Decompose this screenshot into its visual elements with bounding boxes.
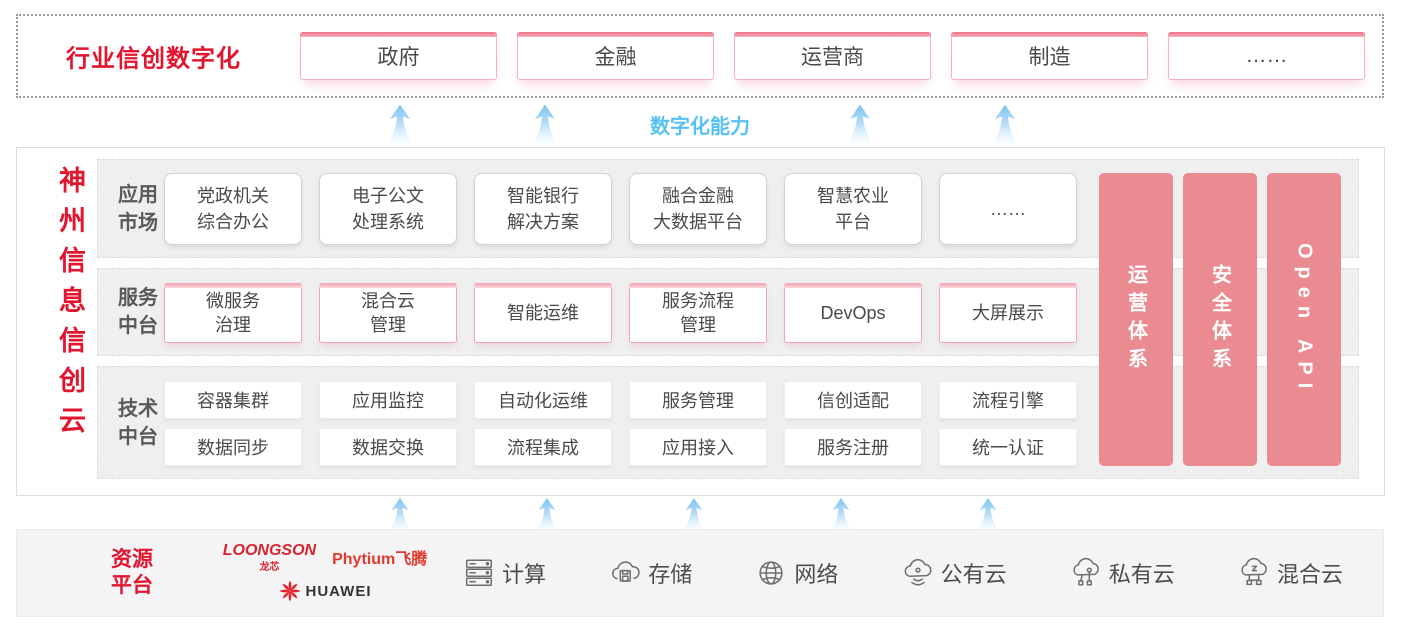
tech-box-container-cluster: 容器集群	[164, 381, 302, 419]
industry-box-operator: 运营商	[734, 32, 931, 80]
up-arrow-icon	[390, 498, 410, 530]
tech-box-process-engine: 流程引擎	[939, 381, 1077, 419]
tech-boxes-row2: 数据同步 数据交换 流程集成 应用接入 服务注册 统一认证	[164, 428, 1077, 466]
phytium-logo: Phytium飞腾	[332, 551, 428, 568]
up-arrow-icon	[387, 104, 413, 144]
svc-box-hybrid-cloud-mgmt: 混合云 管理	[319, 283, 457, 343]
tech-box-unified-auth: 统一认证	[939, 428, 1077, 466]
app-market-label: 应用市场	[118, 183, 158, 234]
up-arrow-icon	[532, 104, 558, 144]
service-platform-boxes: 微服务 治理 混合云 管理 智能运维 服务流程 管理 DevOps 大屏展示	[164, 283, 1077, 343]
industry-box-more: ……	[1168, 32, 1365, 80]
storage-cloud-icon	[612, 561, 640, 582]
resource-item-list: 计算 存储 网络	[462, 530, 1343, 616]
svc-box-devops: DevOps	[784, 283, 922, 343]
loongson-logo: LOONGSON 龙芯	[222, 542, 317, 573]
vendor-logos: LOONGSON 龙芯 Phytium飞腾	[205, 542, 445, 602]
resource-item-hybrid-cloud: 混合云	[1237, 556, 1343, 590]
tech-box-service-registry: 服务注册	[784, 428, 922, 466]
public-cloud-icon	[904, 559, 932, 586]
tech-box-automated-ops: 自动化运维	[474, 381, 612, 419]
app-market-boxes: 党政机关 综合办公 电子公文 处理系统 智能银行 解决方案 融合金融 大数据平台…	[164, 173, 1077, 245]
industry-box-government: 政府	[300, 32, 497, 80]
svc-box-dashboard-display: 大屏展示	[939, 283, 1077, 343]
up-arrow-icon	[537, 498, 557, 530]
tech-platform-label: 技术中台	[118, 397, 158, 448]
tech-box-app-monitoring: 应用监控	[319, 381, 457, 419]
up-arrow-icon	[831, 498, 851, 530]
pillar-open-api: Open API	[1267, 173, 1341, 466]
up-arrow-icon	[978, 498, 998, 530]
svc-box-intelligent-ops: 智能运维	[474, 283, 612, 343]
resource-item-public-cloud: 公有云	[901, 556, 1007, 590]
industry-section: 行业信创数字化 政府 金融 运营商 制造 ……	[16, 14, 1384, 98]
tech-box-service-mgmt: 服务管理	[629, 381, 767, 419]
tech-boxes-row1: 容器集群 应用监控 自动化运维 服务管理 信创适配 流程引擎	[164, 381, 1077, 419]
tech-box-xinchuang-adaptation: 信创适配	[784, 381, 922, 419]
resource-item-storage: 存储	[608, 556, 692, 590]
tech-box-data-sync: 数据同步	[164, 428, 302, 466]
pillar-operation-system: 运营体系	[1099, 173, 1173, 466]
app-box-smart-banking: 智能银行 解决方案	[474, 173, 612, 245]
industry-section-title: 行业信创数字化	[66, 45, 241, 73]
tech-box-process-integration: 流程集成	[474, 428, 612, 466]
industry-box-list: 政府 金融 运营商 制造 ……	[300, 32, 1365, 80]
resource-item-compute: 计算	[462, 556, 546, 590]
app-box-more: ……	[939, 173, 1077, 245]
server-icon	[465, 559, 493, 587]
resource-platform-band: 资源平台 LOONGSON 龙芯 Phytium飞腾	[16, 529, 1384, 617]
resource-platform-label: 资源平台	[111, 547, 153, 597]
tech-box-data-exchange: 数据交换	[319, 428, 457, 466]
up-arrow-icon	[847, 104, 873, 144]
up-arrow-icon	[992, 104, 1018, 144]
service-platform-label: 服务中台	[118, 287, 158, 337]
resource-item-private-cloud: 私有云	[1069, 556, 1175, 590]
pillar-security-system: 安全体系	[1183, 173, 1257, 466]
up-arrow-icon	[684, 498, 704, 530]
tech-platform-band: 技术中台 容器集群 应用监控 自动化运维 服务管理 信创适配 流程引擎 数据同步…	[97, 366, 1359, 479]
private-cloud-icon	[1073, 557, 1099, 586]
svc-box-service-process-mgmt: 服务流程 管理	[629, 283, 767, 343]
cloud-platform-panel: 神州信息信创云 应用市场 党政机关 综合办公 电子公文 处理系统 智能银行 解决…	[16, 147, 1385, 496]
capability-label: 数字化能力	[650, 116, 750, 138]
resource-item-network: 网络	[754, 556, 838, 590]
svc-box-microservice-governance: 微服务 治理	[164, 283, 302, 343]
app-box-smart-agriculture: 智慧农业 平台	[784, 173, 922, 245]
app-box-party-gov-office: 党政机关 综合办公	[164, 173, 302, 245]
hybrid-cloud-icon	[1241, 557, 1267, 586]
huawei-logo: HUAWEI	[205, 580, 445, 602]
app-box-edoc-system: 电子公文 处理系统	[319, 173, 457, 245]
network-globe-icon	[759, 561, 783, 585]
platform-title: 神州信息信创云	[55, 166, 85, 446]
tech-box-app-access: 应用接入	[629, 428, 767, 466]
industry-box-finance: 金融	[517, 32, 714, 80]
app-box-finance-bigdata: 融合金融 大数据平台	[629, 173, 767, 245]
industry-box-manufacturing: 制造	[951, 32, 1148, 80]
huawei-flower-icon	[279, 580, 300, 602]
